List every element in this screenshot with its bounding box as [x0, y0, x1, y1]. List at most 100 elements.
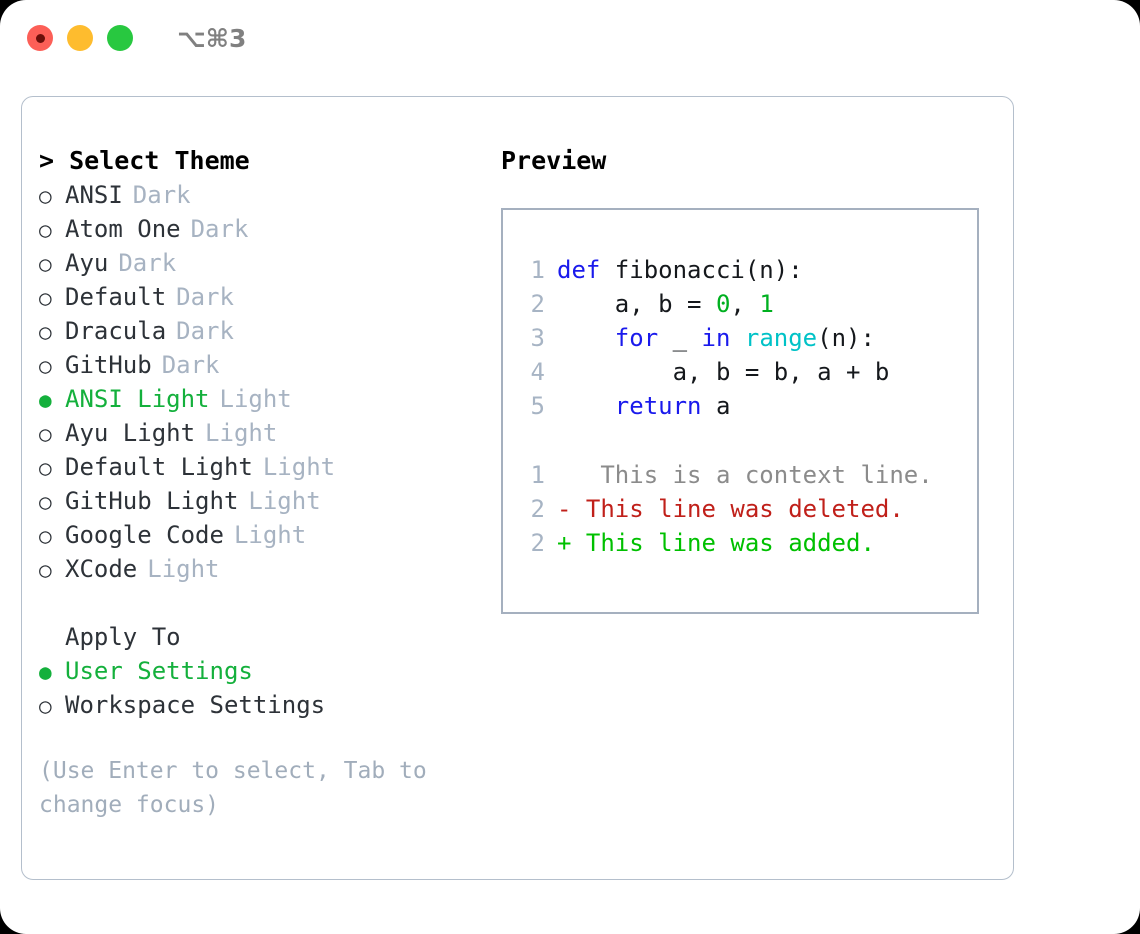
minimize-button[interactable] [67, 25, 93, 51]
close-button[interactable] [27, 25, 53, 51]
diff-sign: + [557, 529, 572, 557]
code-token-plain: _ [658, 324, 702, 352]
theme-name: GitHub [65, 351, 152, 379]
diff-text: + This line was added. [557, 526, 875, 560]
code-line: 5 return a [519, 389, 971, 423]
theme-name: Google Code [65, 521, 224, 549]
theme-variant-badge: Dark [118, 249, 177, 277]
line-number: 2 [530, 529, 545, 557]
diff-sample: 1 This is a context line.2- This line wa… [519, 458, 971, 560]
code-token-plain: a [701, 392, 731, 420]
radio-selected-icon: ● [39, 660, 52, 684]
code-token-plain: a, b = b, a + b [557, 358, 890, 386]
radio-unselected-icon: ○ [39, 218, 52, 242]
line-number: 2 [530, 290, 545, 318]
title-bar: ⌥⌘3 [0, 0, 1140, 76]
theme-name: ANSI Light [65, 385, 210, 413]
code-token-kw: return [614, 392, 702, 420]
theme-option-default-light[interactable]: ○ Default Light Light [39, 450, 499, 484]
radio-unselected-icon: ○ [39, 456, 52, 480]
code-token-num: 1 [759, 290, 774, 318]
theme-name: GitHub Light [65, 487, 239, 515]
radio-unselected-icon: ○ [39, 252, 52, 276]
theme-variant-badge: Light [147, 555, 220, 583]
code-text: a, b = 0, 1 [557, 287, 774, 321]
code-text: a, b = b, a + b [557, 355, 890, 389]
code-token-plain [557, 392, 615, 420]
code-token-num: 0 [715, 290, 731, 318]
radio-unselected-icon: ○ [39, 320, 52, 344]
diff-sign: - [557, 495, 572, 523]
theme-variant-badge: Light [233, 521, 307, 549]
radio-unselected-icon: ○ [39, 286, 52, 310]
theme-name: Default [65, 283, 167, 311]
theme-variant-badge: Light [248, 487, 321, 515]
window-controls [27, 25, 133, 51]
diff-line-ctx: 1 This is a context line. [519, 458, 971, 492]
diff-text: This is a context line. [557, 458, 933, 492]
radio-selected-icon: ● [39, 388, 52, 412]
maximize-button[interactable] [107, 25, 133, 51]
select-theme-heading: > Select Theme [39, 146, 250, 175]
diff-sign [557, 461, 571, 489]
apply-to-label: Apply To [65, 623, 181, 651]
apply-to-option-label: Workspace Settings [65, 691, 326, 719]
code-token-fn: range [744, 324, 818, 352]
theme-variant-badge: Dark [176, 317, 234, 345]
code-line: 4 a, b = b, a + b [519, 355, 971, 389]
diff-line-add: 2 + This line was added. [519, 526, 971, 560]
apply-to-list[interactable]: ●User Settings ○ Workspace Settings [39, 654, 499, 722]
theme-variant-badge: Dark [190, 215, 249, 243]
code-line: 3 for _ in range(n): [519, 321, 971, 355]
theme-variant-badge: Light [219, 385, 292, 413]
radio-unselected-icon: ○ [39, 422, 52, 446]
apply-to-marker-placeholder: ○ [39, 621, 65, 655]
radio-unselected-icon: ○ [39, 524, 52, 548]
line-number: 2 [530, 495, 545, 523]
diff-content: This line was added. [571, 529, 875, 557]
theme-variant-badge: Light [205, 419, 278, 447]
code-token-plain: fibonacci(n): [614, 256, 803, 284]
code-token-kw: in [701, 324, 731, 352]
code-line: 2 a, b = 0, 1 [519, 287, 971, 321]
apply-to-option-workspace-settings[interactable]: ○ Workspace Settings [39, 688, 499, 722]
theme-option-default[interactable]: ○ Default Dark [39, 280, 499, 314]
keyboard-shortcut-label: ⌥⌘3 [177, 23, 247, 53]
theme-name: XCode [65, 555, 138, 583]
radio-unselected-icon: ○ [39, 694, 52, 718]
theme-variant-badge: Light [262, 453, 336, 481]
line-number: 3 [530, 324, 545, 352]
list-spacer [39, 586, 499, 620]
diff-text: - This line was deleted. [557, 492, 904, 526]
diff-content: This is a context line. [571, 461, 933, 489]
code-token-plain: (n): [817, 324, 875, 352]
radio-unselected-icon: ○ [39, 354, 52, 378]
radio-unselected-icon: ○ [39, 184, 52, 208]
line-number: 1 [530, 461, 545, 489]
apply-to-option-user-settings[interactable]: ●User Settings [39, 654, 499, 688]
code-token-kw: def [557, 256, 615, 284]
theme-variant-badge: Dark [176, 283, 234, 311]
theme-name: Default Light [65, 453, 253, 481]
code-text: return a [557, 389, 731, 423]
theme-variant-badge: Dark [132, 181, 191, 209]
theme-option-google-code[interactable]: ○ Google Code Light [39, 518, 499, 552]
code-text: for _ in range(n): [557, 321, 875, 355]
theme-option-ansi-light[interactable]: ● ANSI Light Light [39, 382, 499, 416]
